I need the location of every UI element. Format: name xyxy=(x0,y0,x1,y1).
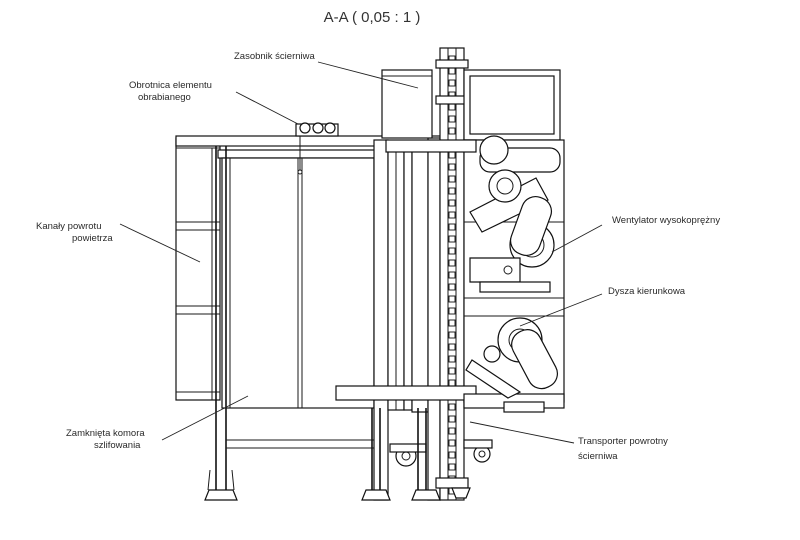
elevator-bucket xyxy=(448,163,456,171)
label-hopper: Zasobnik ścierniwa xyxy=(234,51,315,62)
elevator-bucket xyxy=(448,115,456,123)
label-conveyor-line1: Transporter powrotny xyxy=(578,436,668,447)
elevator-bucket xyxy=(448,427,456,435)
elevator-bucket xyxy=(448,343,456,351)
grinding-chamber xyxy=(221,157,375,409)
elevator-bucket xyxy=(448,319,456,327)
elevator-bucket xyxy=(448,439,456,447)
label-return-ducts-line1: Kanały powrotu xyxy=(36,221,101,232)
callout-labels: Zasobnik ścierniwa Obrotnica elementu ob… xyxy=(36,51,720,462)
elevator-bucket xyxy=(448,271,456,279)
elevator-bucket xyxy=(448,79,456,87)
elevator-bucket xyxy=(448,187,456,195)
elevator-bucket xyxy=(448,223,456,231)
elevator-bucket xyxy=(448,103,456,111)
central-columns xyxy=(373,137,441,501)
label-fan: Wentylator wysokoprężny xyxy=(612,215,720,226)
elevator-bucket xyxy=(448,415,456,423)
fan-upper xyxy=(469,135,561,293)
fan-lower xyxy=(465,317,558,413)
abrasive-hopper xyxy=(381,69,433,139)
elevator-bucket xyxy=(448,247,456,255)
elevator-bucket xyxy=(448,67,456,75)
label-nozzle: Dysza kierunkowa xyxy=(608,286,686,297)
elevator-bucket xyxy=(448,379,456,387)
label-chamber-line2: szlifowania xyxy=(94,440,141,451)
left-legs xyxy=(204,146,374,501)
elevator-bucket xyxy=(448,259,456,267)
label-return-ducts-line2: powietrza xyxy=(72,233,113,244)
label-rotator-line2: obrabianego xyxy=(138,92,191,103)
elevator-bucket xyxy=(448,403,456,411)
elevator-bucket xyxy=(448,367,456,375)
elevator-bucket xyxy=(448,199,456,207)
drawing-title: A-A ( 0,05 : 1 ) xyxy=(324,9,421,26)
elevator-bucket xyxy=(448,295,456,303)
elevator-bucket xyxy=(448,355,456,363)
label-conveyor-line2: ścierniwa xyxy=(578,451,618,462)
rotator xyxy=(295,122,339,175)
elevator-bucket xyxy=(448,463,456,471)
elevator-bucket xyxy=(448,235,456,243)
elevator-bucket xyxy=(448,151,456,159)
label-chamber-line1: Zamknięta komora xyxy=(66,428,145,439)
elevator-bucket xyxy=(448,451,456,459)
machine-section xyxy=(175,47,565,501)
elevator-bucket xyxy=(448,283,456,291)
elevator-bucket xyxy=(448,175,456,183)
label-rotator-line1: Obrotnica elementu xyxy=(129,80,212,91)
elevator-bucket xyxy=(448,331,456,339)
elevator-conveyor xyxy=(435,47,469,501)
elevator-bucket xyxy=(448,307,456,315)
return-air-ducts xyxy=(175,137,221,401)
right-legs-and-drive xyxy=(361,408,493,501)
leader-lines xyxy=(119,61,603,444)
elevator-bucket xyxy=(448,211,456,219)
elevator-bucket xyxy=(448,127,456,135)
